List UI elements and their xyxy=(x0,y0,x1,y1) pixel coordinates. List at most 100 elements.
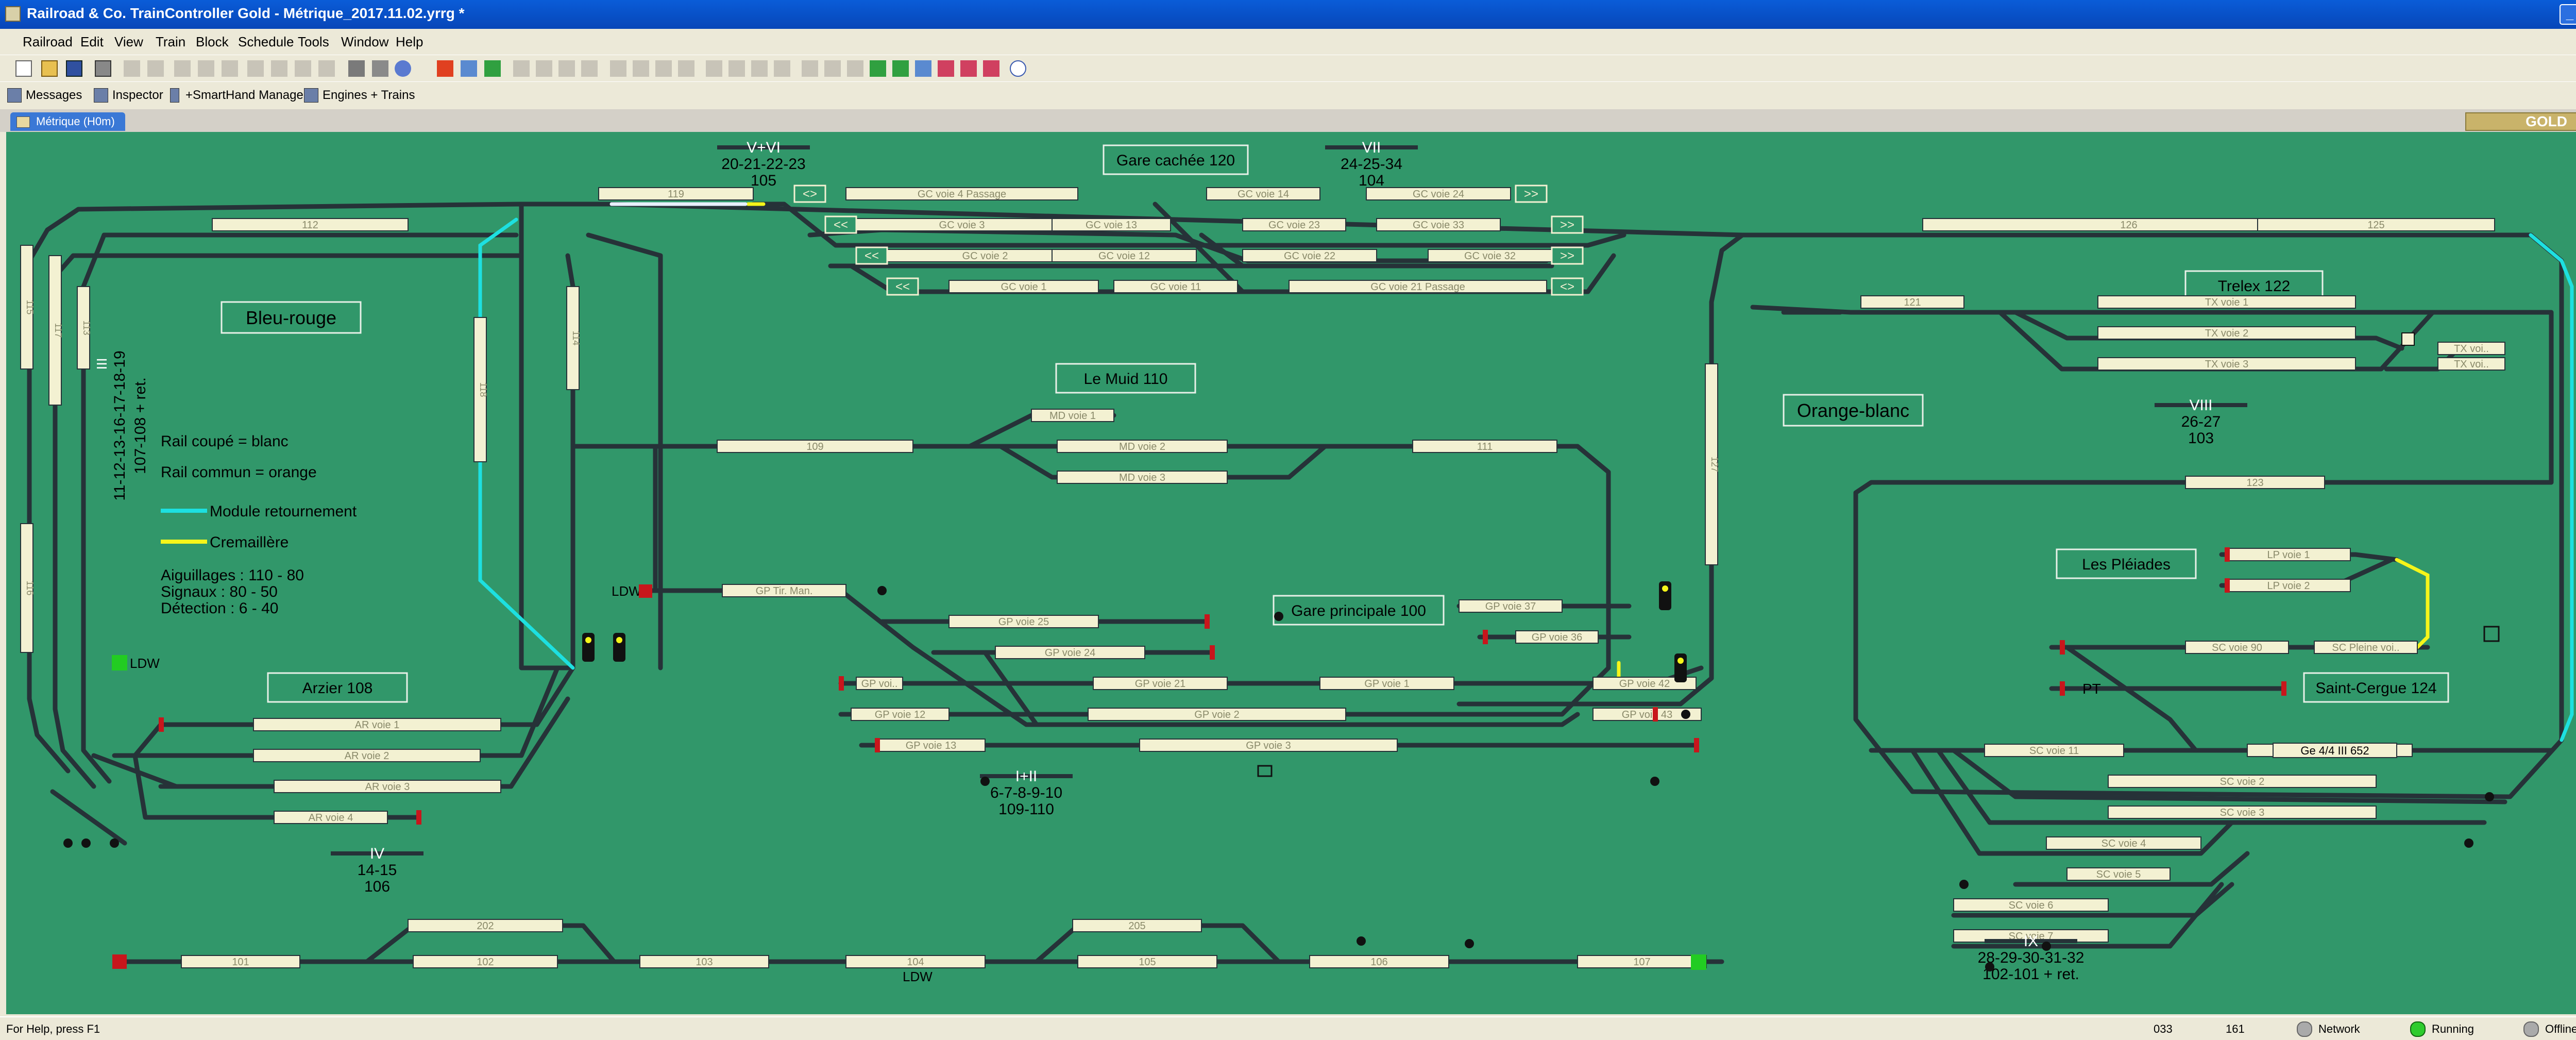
signal2-icon[interactable] xyxy=(728,60,745,77)
messages-button[interactable]: Messages xyxy=(26,88,82,102)
signal-lamp-icon[interactable] xyxy=(1357,936,1366,946)
block-sc-pleine-voi-[interactable]: SC Pleine voi.. xyxy=(2314,641,2418,654)
block-123[interactable]: 123 xyxy=(2185,476,2325,489)
block-102[interactable]: 102 xyxy=(413,955,558,968)
signal-lamp-icon[interactable] xyxy=(1650,777,1659,786)
block-gp-voie-24[interactable]: GP voie 24 xyxy=(995,646,1145,659)
signal-lamp-icon[interactable] xyxy=(1985,962,1994,971)
block-lp-voie-1[interactable]: LP voie 1 xyxy=(2226,548,2351,561)
block3-icon[interactable] xyxy=(655,60,672,77)
block-gc-voie-33[interactable]: GC voie 33 xyxy=(1376,218,1501,231)
block-sc-voie-4[interactable]: SC voie 4 xyxy=(2046,836,2201,850)
grid-icon[interactable] xyxy=(461,60,477,77)
add-icon[interactable] xyxy=(484,60,501,77)
signal-lamp-icon[interactable] xyxy=(110,838,119,848)
station-label-orange-blanc[interactable]: Orange-blanc xyxy=(1783,394,1924,427)
signal-lamp-icon[interactable] xyxy=(1465,939,1474,948)
block-125[interactable]: 125 xyxy=(2257,218,2495,231)
route-arrow-button[interactable]: <> xyxy=(1551,277,1584,296)
block-md-voie-3[interactable]: MD voie 3 xyxy=(1057,471,1228,484)
block-119[interactable]: 119 xyxy=(598,187,754,200)
station-label-gare-principale[interactable]: Gare principale 100 xyxy=(1273,595,1445,626)
stop-marker-icon[interactable] xyxy=(639,584,652,598)
open-icon[interactable] xyxy=(41,60,58,77)
block-ar-voie-4[interactable]: AR voie 4 xyxy=(274,811,388,824)
block-gp-tir-man-[interactable]: GP Tir. Man. xyxy=(722,584,846,597)
block-gp-voie-37[interactable]: GP voie 37 xyxy=(1459,599,1563,613)
block-sc-voie-2[interactable]: SC voie 2 xyxy=(2108,775,2377,788)
block-sc-voie-5[interactable]: SC voie 5 xyxy=(2066,867,2171,881)
block-107[interactable]: 107 xyxy=(1577,955,1707,968)
block-121[interactable]: 121 xyxy=(1860,295,1964,309)
block-gc-voie-14[interactable]: GC voie 14 xyxy=(1206,187,1320,200)
block-gc-voie-2[interactable]: GC voie 2 xyxy=(887,249,1083,262)
block-gp-voi-[interactable]: GP voi.. xyxy=(856,677,903,690)
block-111[interactable]: 111 xyxy=(1412,440,1557,453)
clock-icon[interactable] xyxy=(1010,60,1026,77)
link-icon[interactable] xyxy=(938,60,954,77)
block-gp-voie-25[interactable]: GP voie 25 xyxy=(948,615,1099,628)
menu-tools[interactable]: Tools xyxy=(298,34,329,49)
block-101[interactable]: 101 xyxy=(181,955,300,968)
signal3-icon[interactable] xyxy=(751,60,768,77)
undo-icon[interactable] xyxy=(124,60,140,77)
contact-marker-icon[interactable] xyxy=(112,655,127,670)
block-115[interactable]: 115 xyxy=(20,245,35,370)
block-tx-voie-1[interactable]: TX voie 1 xyxy=(2097,295,2356,309)
menu-train[interactable]: Train xyxy=(156,34,186,49)
station-label-saint-cergue[interactable]: Saint-Cergue 124 xyxy=(2303,672,2449,703)
block-105[interactable]: 105 xyxy=(1077,955,1217,968)
draw-track-icon[interactable] xyxy=(513,60,530,77)
window-icon[interactable] xyxy=(915,60,931,77)
route-arrow-button[interactable]: >> xyxy=(1551,215,1584,234)
block-ar-voie-3[interactable]: AR voie 3 xyxy=(274,780,501,793)
block-sc-voie-90[interactable]: SC voie 90 xyxy=(2185,641,2289,654)
route-arrow-button[interactable]: <> xyxy=(793,184,826,203)
stop-icon[interactable] xyxy=(437,60,453,77)
align-icon[interactable] xyxy=(271,60,287,77)
contact-icon[interactable] xyxy=(870,60,886,77)
block-gp-voie-36[interactable]: GP voie 36 xyxy=(1515,630,1599,644)
block-gc-voie-12[interactable]: GC voie 12 xyxy=(1052,249,1197,262)
block-gc-voie-22[interactable]: GC voie 22 xyxy=(1242,249,1377,262)
signal-lamp-icon[interactable] xyxy=(2485,792,2494,801)
block-gp-voie-21[interactable]: GP voie 21 xyxy=(1093,677,1228,690)
signal-lamp-icon[interactable] xyxy=(2464,838,2473,848)
redo-icon[interactable] xyxy=(147,60,164,77)
block-118[interactable]: 118 xyxy=(473,317,488,462)
menu-railroad[interactable]: Railroad xyxy=(23,34,73,49)
block-gc-voie-24[interactable]: GC voie 24 xyxy=(1366,187,1511,200)
block-sc-voie-3[interactable]: SC voie 3 xyxy=(2108,806,2377,819)
link2-icon[interactable] xyxy=(960,60,977,77)
menu-view[interactable]: View xyxy=(114,34,143,49)
block-tx-voi-[interactable]: TX voi.. xyxy=(2437,342,2505,355)
draw-switch-icon[interactable] xyxy=(536,60,552,77)
indicator-box-icon[interactable] xyxy=(2483,626,2500,642)
signal-icon[interactable] xyxy=(706,60,722,77)
signal-lamp-icon[interactable] xyxy=(877,586,887,595)
menu-help[interactable]: Help xyxy=(396,34,423,49)
inspector-button[interactable]: Inspector xyxy=(112,88,163,102)
route-arrow-button[interactable]: >> xyxy=(1515,184,1548,203)
block-gp-voie-13[interactable]: GP voie 13 xyxy=(876,739,986,752)
block-114[interactable]: 114 xyxy=(566,286,581,390)
block-106[interactable]: 106 xyxy=(1309,955,1449,968)
block-113[interactable]: 113 xyxy=(77,286,92,370)
block-sc-voie-11[interactable]: SC voie 11 xyxy=(1984,744,2124,757)
signal-lamp-icon[interactable] xyxy=(81,838,91,848)
block-lp-voie-2[interactable]: LP voie 2 xyxy=(2226,579,2351,592)
route-arrow-button[interactable]: << xyxy=(855,246,888,265)
globe-icon[interactable] xyxy=(395,60,411,77)
signal-lamp-icon[interactable] xyxy=(2042,942,2051,951)
stop-marker-icon[interactable] xyxy=(112,954,127,969)
signal4-icon[interactable] xyxy=(774,60,790,77)
block-112[interactable]: 112 xyxy=(212,218,409,231)
cut-icon[interactable] xyxy=(174,60,191,77)
block-109[interactable]: 109 xyxy=(717,440,913,453)
station-label-bleu-rouge[interactable]: Bleu-rouge xyxy=(221,301,362,334)
paste-icon[interactable] xyxy=(222,60,238,77)
route-arrow-button[interactable]: >> xyxy=(1551,246,1584,265)
draw-cross-icon[interactable] xyxy=(558,60,575,77)
